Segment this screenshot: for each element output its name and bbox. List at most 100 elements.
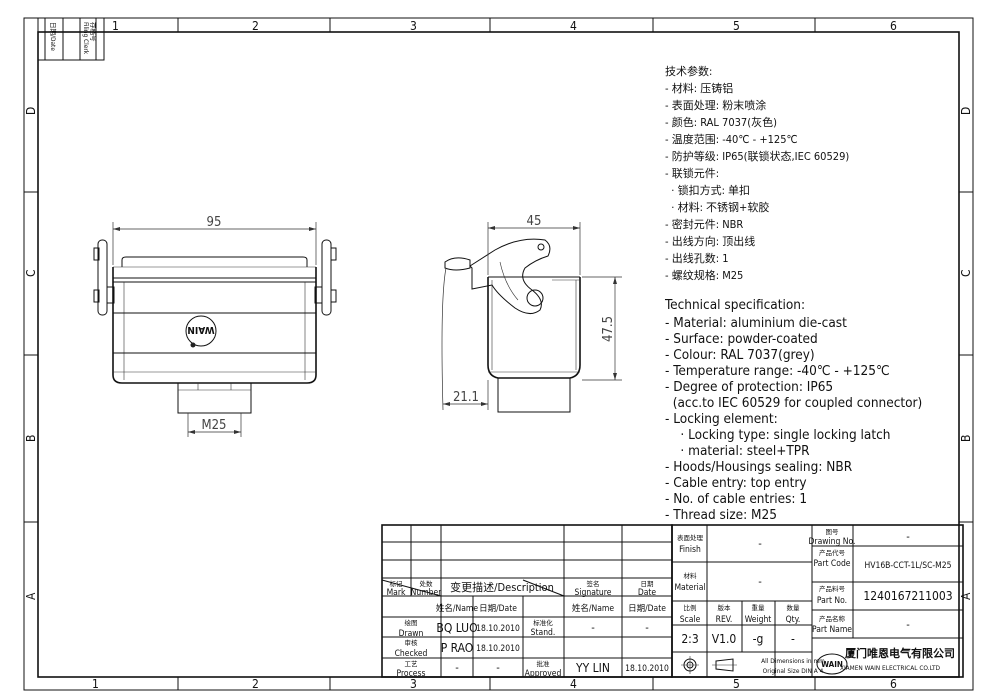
part-name-value: - (906, 618, 910, 631)
rev-label: REV. (716, 615, 733, 625)
name-header: 姓名/Name (572, 603, 614, 614)
front-view: WAIN 95 M25 (93, 215, 337, 437)
part-code-label: Part Code (813, 559, 850, 569)
spec-cn-line: - 密封元件: NBR (665, 217, 743, 231)
spec-chinese: 技术参数: - 材料: 压铸铝 - 表面处理: 粉末喷涂 - 颜色: RAL 7… (665, 64, 849, 282)
offset-dimension: 21.1 (453, 390, 479, 405)
rev-value: V1.0 (712, 632, 737, 646)
date-label: 日期/Date (49, 22, 57, 51)
spec-cn-line: - 温度范围: -40℃ - +125℃ (665, 132, 798, 146)
spec-english: Technical specification: - Material: alu… (664, 297, 922, 523)
date-header: 日期/Date (479, 604, 517, 614)
width-dimension: 95 (207, 215, 222, 230)
part-code-label-cn: 产品代号 (819, 548, 846, 557)
spec-en-line: · Locking type: single locking latch (665, 427, 890, 443)
spec-cn-line: - 防护等级: IP65(联锁状态,IEC 60529) (665, 149, 849, 163)
drawn-label-cn: 绘图 (405, 618, 418, 627)
date-header: 日期/Date (628, 604, 666, 614)
description-label: 变更描述/Description (450, 580, 554, 594)
qty-label-cn: 数量 (787, 603, 801, 612)
zone-number: 2 (252, 19, 259, 33)
zone-number: 4 (570, 677, 577, 691)
zone-number: 6 (890, 677, 897, 691)
zone-letter: A (959, 592, 973, 600)
zone-number: 1 (92, 677, 99, 691)
mark-label: Mark (387, 588, 406, 598)
title-block: 表面处理 Finish - 材料 Material - 比例 Scale 版本 … (671, 524, 964, 678)
drawn-name: BQ LUO (436, 621, 477, 635)
approved-date: 18.10.2010 (625, 664, 669, 674)
filing-label-en: Filing Clerk (82, 22, 90, 55)
spec-cn-line: - 颜色: RAL 7037(灰色) (665, 115, 777, 129)
mark-label-cn: 标记 (390, 579, 404, 588)
zone-letter: C (24, 269, 38, 277)
checked-name: P RAO (441, 641, 474, 655)
projection-symbol-icon (681, 656, 737, 674)
checked-label: Checked (395, 649, 428, 659)
size-note: Original Size DIN A 4 (763, 667, 824, 675)
stand-label-cn: 标准化 (533, 618, 553, 627)
spec-en-line: - No. of cable entries: 1 (665, 491, 807, 507)
part-no-label: Part No. (817, 596, 847, 606)
name-header: 姓名/Name (436, 603, 478, 614)
date-label-cn: 日期 (641, 580, 655, 588)
side-view: 45 47.5 21.1 (441, 214, 622, 413)
drawing-no-label-cn: 图号 (826, 528, 840, 536)
zone-letter: A (24, 592, 38, 600)
zone-number: 2 (252, 677, 259, 691)
filing-label-cn: 存档号 (89, 22, 98, 42)
part-code-value: HV16B-CCT-1L/SC-M25 (864, 561, 951, 571)
spec-cn-title: 技术参数: (665, 64, 712, 78)
spec-cn-line: - 表面处理: 粉末喷涂 (665, 98, 766, 112)
spec-cn-line: - 联锁元件: (665, 166, 719, 180)
company-name-cn: 厦门唯恩电气有限公司 (845, 646, 955, 660)
width-dimension: 45 (527, 214, 542, 229)
approved-label-cn: 批准 (537, 659, 551, 668)
finish-value: - (758, 537, 762, 550)
process-label: Process (397, 669, 426, 679)
zone-letter: D (24, 107, 38, 115)
spec-en-line: - Cable entry: top entry (665, 475, 807, 491)
signature-label: Signature (575, 588, 612, 598)
qty-value: - (791, 632, 795, 646)
spec-cn-line: · 材料: 不锈钢+软胶 (665, 200, 769, 214)
zone-letter: B (959, 435, 973, 442)
process-name: - (455, 661, 459, 674)
spec-cn-line: - 出线孔数: 1 (665, 251, 729, 265)
zone-number: 4 (570, 19, 577, 33)
spec-en-line: - Surface: powder-coated (665, 331, 818, 347)
spec-en-line: - Material: aluminium die-cast (665, 315, 847, 331)
height-dimension: 47.5 (601, 316, 616, 342)
qty-label: Qty. (786, 615, 801, 625)
spec-cn-line: - 材料: 压铸铝 (665, 81, 733, 95)
process-label-cn: 工艺 (405, 660, 419, 668)
spec-en-line: - Thread size: M25 (665, 507, 777, 523)
spec-en-line: - Colour: RAL 7037(grey) (665, 347, 815, 363)
wain-company-logo: WAIN (816, 653, 848, 675)
spec-en-line: - Degree of protection: IP65 (665, 379, 833, 395)
checked-date: 18.10.2010 (476, 644, 520, 654)
revision-block: 标记 Mark 处数 Number 变更描述/Description 签名 Si… (381, 524, 673, 679)
material-value: - (758, 575, 762, 588)
zone-number: 6 (890, 19, 897, 33)
part-no-label-cn: 产品料号 (819, 584, 846, 593)
material-label: Material (674, 583, 705, 593)
finish-label: Finish (679, 545, 701, 555)
spec-en-line: - Locking element: (665, 411, 778, 427)
scale-value: 2:3 (681, 632, 698, 646)
zone-letter: C (959, 269, 973, 277)
spec-cn-line: - 螺纹规格: M25 (665, 268, 743, 282)
zone-number: 5 (733, 677, 740, 691)
material-label-cn: 材料 (684, 571, 698, 580)
weight-label: Weight (745, 615, 772, 625)
drawn-date: 18.10.2010 (476, 624, 520, 634)
number-label: Number (411, 588, 443, 598)
scale-label-cn: 比例 (684, 603, 697, 612)
drawing-no-value: - (906, 530, 910, 543)
part-no-value: 1240167211003 (863, 589, 952, 603)
zone-number: 1 (112, 19, 119, 33)
date-label: Date (638, 588, 657, 598)
weight-label-cn: 重量 (752, 604, 766, 612)
approved-name: YY LIN (575, 661, 610, 675)
drawing-no-label: Drawing No. (809, 537, 856, 547)
